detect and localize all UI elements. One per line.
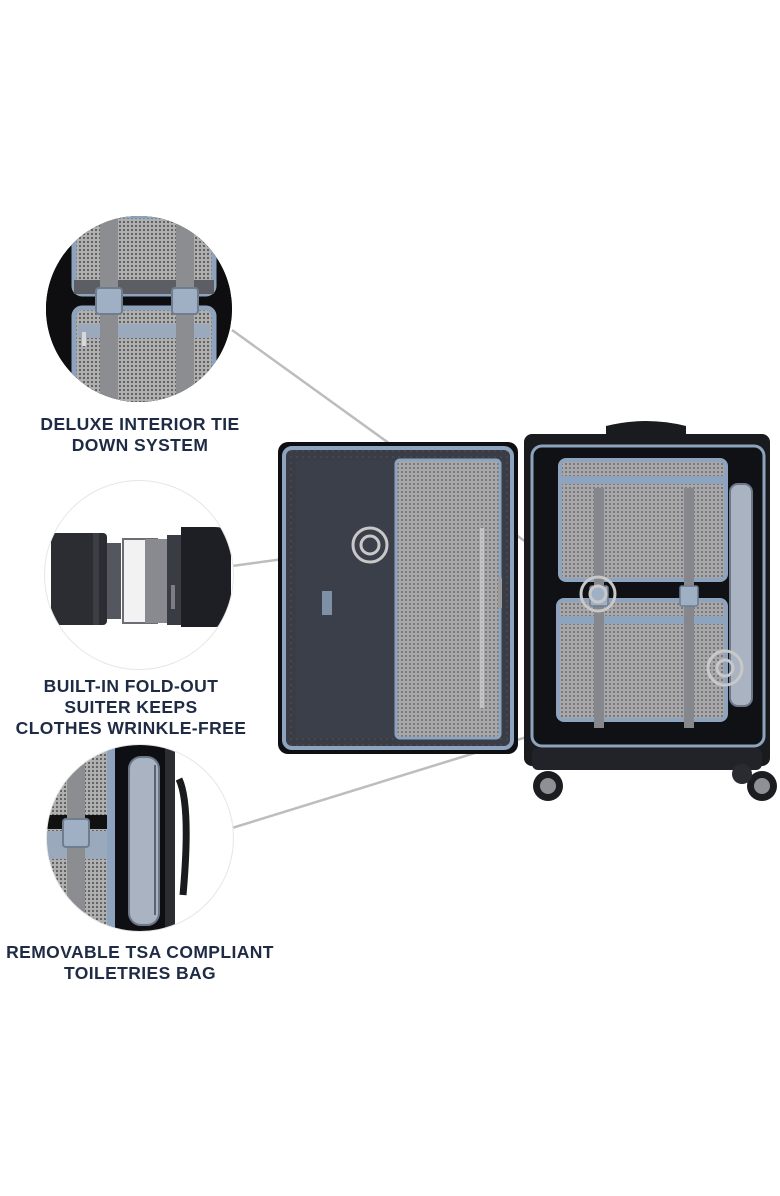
toiletries-bag-closeup-image bbox=[46, 744, 234, 932]
tie-down-caption: DELUXE INTERIOR TIE DOWN SYSTEM bbox=[40, 414, 240, 455]
fold-out-suiter-caption: BUILT-IN FOLD-OUT SUITER KEEPS CLOTHES W… bbox=[15, 676, 247, 738]
toiletries-bag-caption: REMOVABLE TSA COMPLIANT TOILETRIES BAG bbox=[6, 942, 274, 983]
fold-out-suiter-icon bbox=[51, 527, 231, 627]
toiletries-bag-icon bbox=[47, 745, 190, 931]
fold-out-suiter-closeup-image bbox=[44, 480, 234, 670]
tie-down-buckle-icon bbox=[46, 216, 232, 402]
open-suitcase-image bbox=[276, 418, 780, 808]
tie-down-closeup-image bbox=[46, 216, 232, 402]
